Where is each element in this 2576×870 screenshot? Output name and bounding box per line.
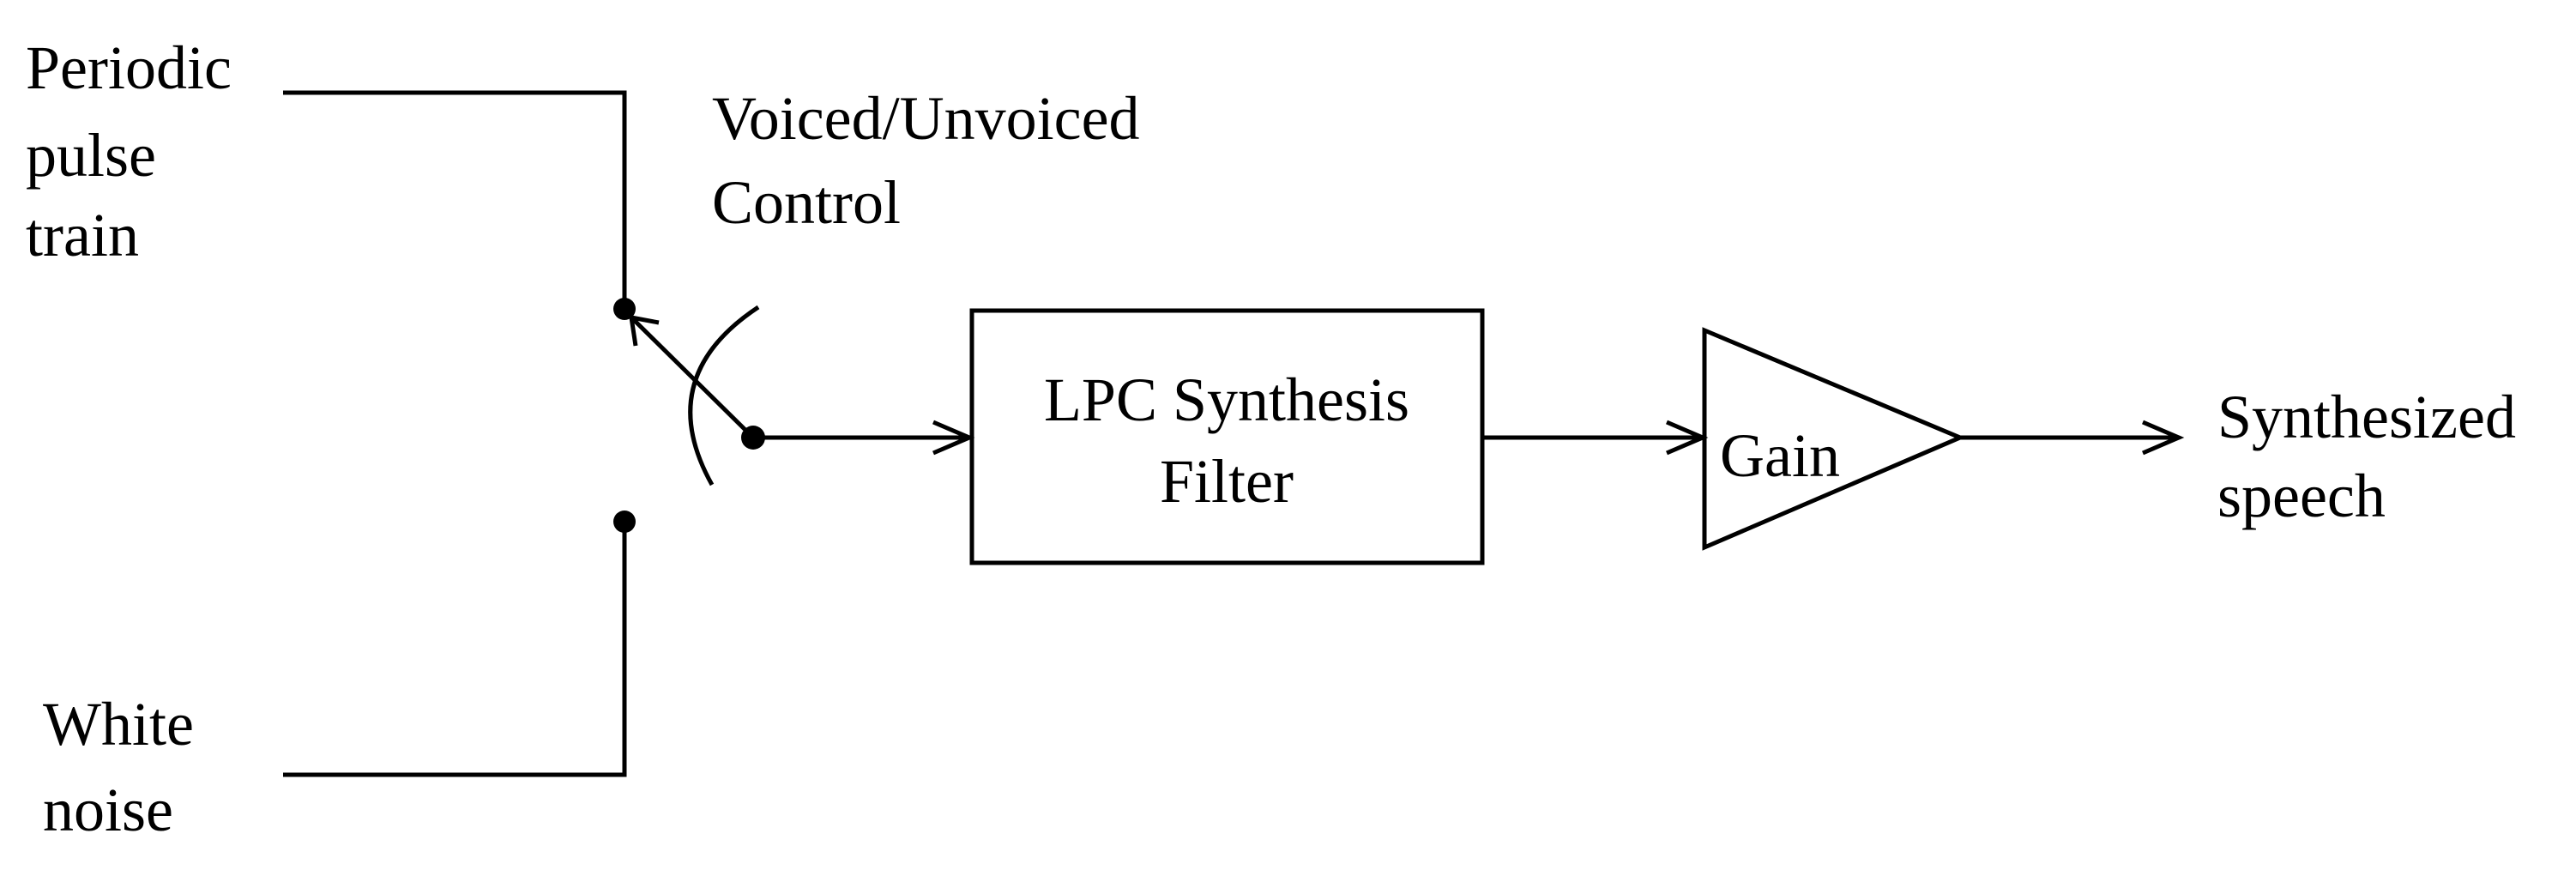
output-arrowhead bbox=[2142, 420, 2185, 456]
periodic-label-line3: train bbox=[26, 201, 139, 269]
output-label-line1: Synthesized bbox=[2217, 383, 2516, 451]
periodic-pulse-train-label: Periodic pulse train bbox=[26, 33, 232, 269]
switch-arm bbox=[629, 314, 755, 439]
gain-amplifier-block: Gain bbox=[1702, 327, 1966, 551]
voiced-switch-contact bbox=[613, 298, 636, 320]
switch-label-line2: Control bbox=[712, 168, 901, 237]
filter-label-line2: Filter bbox=[1160, 447, 1294, 516]
noise-label-line2: noise bbox=[43, 776, 173, 844]
gain-label: Gain bbox=[1720, 421, 1840, 490]
noise-input-wire bbox=[283, 522, 627, 777]
lpc-synthesis-filter-block: LPC Synthesis Filter bbox=[969, 308, 1485, 565]
switch-label-line1: Voiced/Unvoiced bbox=[712, 84, 1140, 153]
noise-label-line1: White bbox=[43, 690, 194, 758]
gain-triangle bbox=[1702, 327, 1966, 551]
white-noise-label: White noise bbox=[43, 690, 194, 844]
periodic-label-line1: Periodic bbox=[26, 33, 232, 102]
filter-label-line1: LPC Synthesis bbox=[1044, 366, 1409, 434]
switch-control-arc bbox=[688, 305, 760, 486]
periodic-label-line2: pulse bbox=[26, 121, 156, 190]
filter-box bbox=[969, 308, 1485, 565]
switch-to-filter-arrowhead bbox=[932, 420, 975, 456]
switch-arm-arrowhead bbox=[629, 314, 660, 347]
periodic-input-wire bbox=[283, 90, 627, 309]
synthesized-speech-label: Synthesized speech bbox=[2217, 383, 2516, 530]
output-label-line2: speech bbox=[2217, 462, 2386, 530]
voiced-unvoiced-control-label: Voiced/Unvoiced Control bbox=[712, 84, 1140, 237]
unvoiced-switch-contact bbox=[613, 511, 636, 533]
